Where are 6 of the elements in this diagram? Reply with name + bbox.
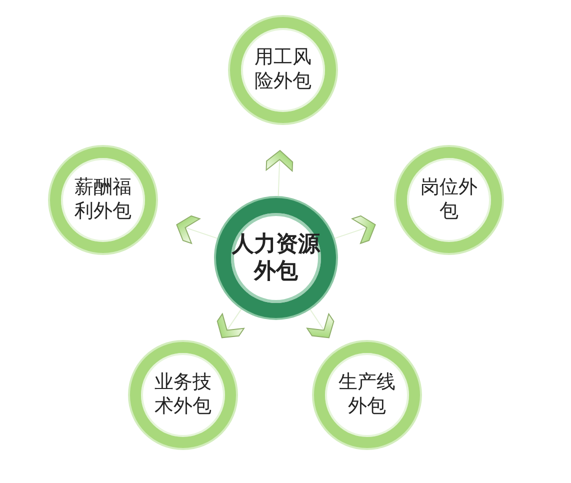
node-label: 用工风险外包 xyxy=(254,46,312,94)
node-label: 岗位外包 xyxy=(420,176,478,224)
node-label: 业务技术外包 xyxy=(154,371,212,419)
node-label: 生产线外包 xyxy=(338,371,396,419)
node-label: 人力资源外包 xyxy=(231,230,321,286)
node-label: 薪酬福利外包 xyxy=(74,176,132,224)
